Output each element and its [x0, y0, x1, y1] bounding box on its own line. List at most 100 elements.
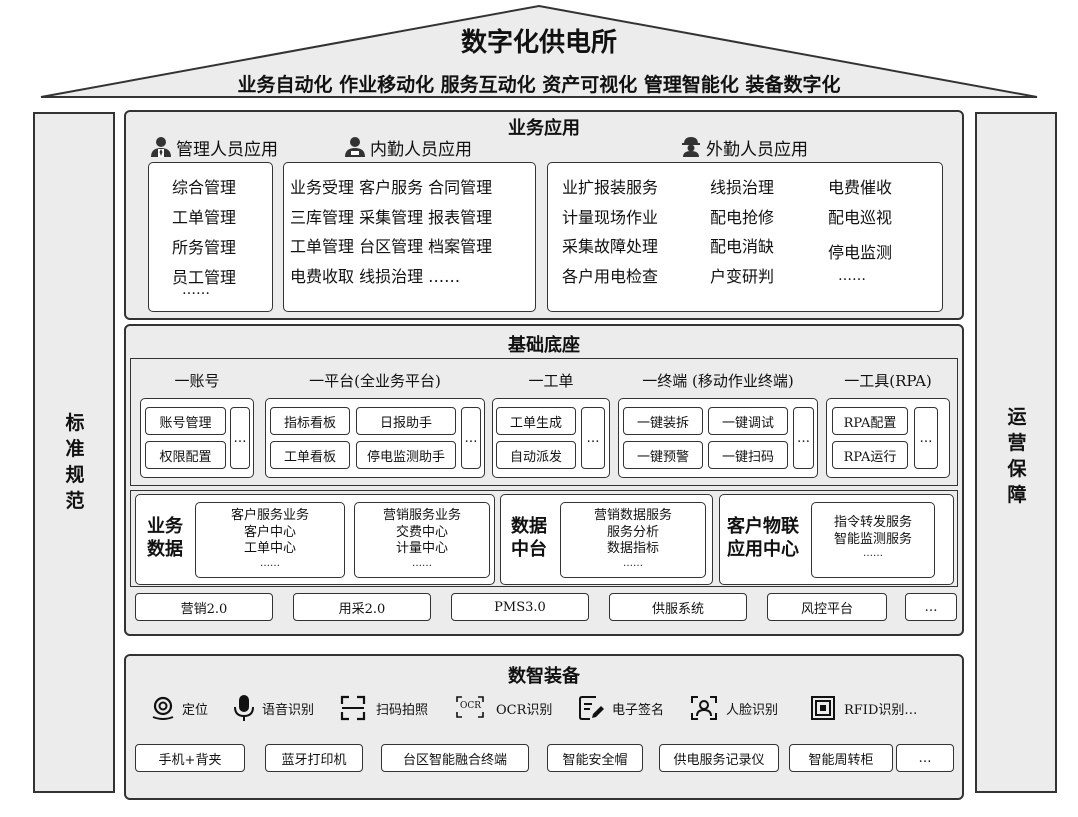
feature-label: 语音识别	[262, 703, 315, 718]
field-header: 外勤人员应用	[680, 134, 808, 160]
left-pillar-label: 标准规范	[65, 412, 85, 512]
permission-config-box: 权限配置	[145, 441, 226, 469]
list-item: 所务管理	[172, 238, 237, 257]
list-item: 配电抢修	[710, 207, 775, 227]
workorder-more-box: …	[581, 407, 605, 469]
manager-box	[148, 162, 273, 312]
face-icon	[691, 696, 717, 720]
account-manage-box: 账号管理	[145, 407, 226, 435]
field-col-3: 电费催收 配电巡视 停电监测 ……	[828, 173, 892, 291]
list-item: 员工管理	[172, 268, 237, 287]
platform-more-box: …	[461, 407, 481, 469]
system-box: PMS3.0	[451, 593, 589, 621]
list-item: 计量现场作业	[562, 207, 659, 227]
list-item: 业扩报装服务	[562, 178, 659, 197]
tool-title: 一工具(RPA)	[844, 372, 932, 390]
location-icon	[152, 696, 174, 720]
system-box: 用采2.0	[293, 593, 431, 621]
list-item: 线损治理	[710, 178, 775, 197]
daily-report-box: 日报助手	[356, 407, 456, 435]
workorder-gen-box: 工单生成	[496, 407, 576, 435]
system-box: …	[905, 593, 957, 621]
page-title: 数字化供电所	[460, 28, 617, 58]
signature-icon	[579, 696, 604, 720]
indicator-board-box: 指标看板	[270, 407, 350, 435]
one-key-scan-box: 一键扫码	[708, 441, 788, 469]
inner-title: 内勤人员应用	[370, 139, 472, 160]
feature-label: 扫码拍照	[376, 703, 429, 718]
iot-label: 客户物联 应用中心	[727, 516, 799, 560]
list-item: 配电巡视	[828, 207, 893, 227]
right-pillar: 运营保障	[975, 112, 1057, 793]
one-key-install-box: 一键装拆	[623, 407, 703, 435]
one-key-alarm-box: 一键预警	[623, 441, 703, 469]
terminal-title: 一终端 (移动作业终端)	[642, 372, 794, 390]
scan-icon	[340, 695, 366, 721]
list-item: 综合管理	[172, 178, 237, 197]
manager-title: 管理人员应用	[176, 139, 278, 160]
biz-data-label: 业务 数据	[147, 516, 183, 560]
system-box: 营销2.0	[135, 593, 273, 621]
terminal-more-box: …	[793, 407, 814, 469]
one-key-debug-box: 一键调试	[708, 407, 788, 435]
foundation-title: 基础底座	[508, 335, 580, 356]
system-box: 风控平台	[767, 593, 887, 621]
equipment-panel	[124, 654, 964, 800]
page-subtitle: 业务自动化 作业移动化 服务互动化 资产可视化 管理智能化 装备数字化	[237, 74, 841, 96]
list-item: 户变研判	[710, 266, 775, 286]
office-worker-icon	[345, 137, 365, 157]
inner-header: 内勤人员应用	[344, 134, 472, 160]
feature-label: 定位	[182, 703, 209, 718]
account-title: 一账号	[174, 372, 220, 390]
system-box: 供服系统	[609, 593, 747, 621]
marketing-service-box: 营销服务业务 交费中心 计量中心 ……	[354, 502, 490, 578]
device-box: 智能安全帽	[547, 744, 643, 772]
list-item: 三库管理 采集管理 报表管理	[290, 207, 493, 227]
list-item: 工单管理 台区管理 档案管理	[290, 237, 493, 256]
list-item: 业务受理 客户服务 合同管理	[290, 178, 493, 197]
manager-header: 管理人员应用	[150, 134, 278, 160]
device-box: 供电服务记录仪	[659, 744, 779, 772]
device-box: 智能周转柜	[789, 744, 893, 772]
manager-user-icon	[151, 137, 171, 157]
workorder-board-box: 工单看板	[270, 441, 350, 469]
list-item: ……	[838, 267, 866, 284]
command-service-box: 指令转发服务 智能监测服务 ……	[811, 502, 935, 578]
list-item: 电费催收	[828, 178, 893, 197]
device-box: 手机+背夹	[135, 744, 245, 772]
five-ones-frame	[130, 358, 958, 486]
list-item: 各户用电检查	[562, 266, 659, 286]
tool-more-box: …	[914, 407, 938, 469]
platform-title: 一平台(全业务平台)	[309, 372, 441, 390]
field-title: 外勤人员应用	[706, 139, 808, 160]
list-item: 停电监测	[828, 243, 893, 262]
auto-dispatch-box: 自动派发	[496, 441, 576, 469]
device-box: …	[896, 744, 954, 772]
field-worker-icon	[682, 137, 700, 157]
outage-monitor-box: 停电监测助手	[356, 441, 456, 469]
data-center-label: 数据 中台	[511, 516, 547, 560]
right-pillar-label: 运营保障	[1007, 406, 1027, 506]
manager-ellipsis: ……	[182, 282, 210, 298]
manager-list: 综合管理 工单管理 所务管理 员工管理	[172, 173, 236, 293]
list-item: 工单管理	[172, 208, 237, 227]
field-col-2: 线损治理 配电抢修 配电消缺 户变研判	[710, 173, 774, 291]
device-box: 台区智能融合终端	[381, 744, 529, 772]
microphone-icon	[234, 695, 254, 721]
rpa-run-box: RPA运行	[832, 441, 908, 469]
feature-label: RFID识别…	[844, 703, 918, 718]
marketing-data-box: 营销数据服务 服务分析 数据指标 ……	[560, 502, 706, 578]
field-col-1: 业扩报装服务 计量现场作业 采集故障处理 各户用电检查	[562, 173, 658, 291]
feature-row: 定位 语音识别 扫码拍照 OCR OCR识别 电子签名 人脸识别 RFID识别…	[150, 692, 950, 722]
feature-label: 人脸识别	[726, 703, 779, 718]
inner-list: 业务受理 客户服务 合同管理 三库管理 采集管理 报表管理 工单管理 台区管理 …	[290, 173, 492, 291]
rfid-icon	[811, 696, 835, 720]
roof-shape	[40, 4, 1038, 98]
inner-box	[283, 162, 536, 312]
account-more-box: …	[230, 407, 250, 469]
field-box	[547, 162, 943, 312]
equipment-title: 数智装备	[508, 666, 580, 687]
feature-label: 电子签名	[612, 703, 665, 718]
device-box: 蓝牙打印机	[265, 744, 363, 772]
business-title: 业务应用	[508, 118, 580, 139]
